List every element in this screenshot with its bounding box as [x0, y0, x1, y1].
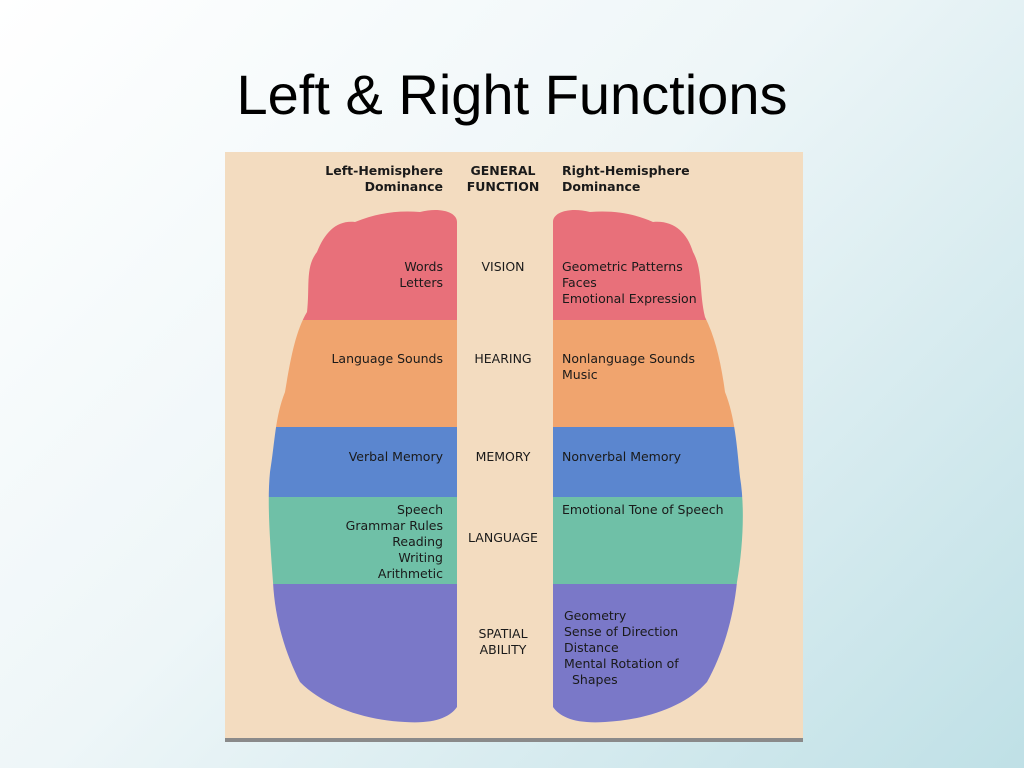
label-line: HEARING: [474, 351, 532, 366]
spatial-ability-function-label: SPATIAL ABILITY: [463, 626, 543, 658]
hearing-left-label: Language Sounds: [323, 351, 443, 367]
vision-function-label: VISION: [463, 259, 543, 275]
label-line: Geometric Patterns: [562, 259, 683, 274]
label-line: Grammar Rules: [345, 518, 443, 533]
right-hemisphere-header: Right-Hemisphere Dominance: [562, 163, 712, 195]
left-band-2: [268, 427, 458, 497]
label-line: MEMORY: [475, 449, 531, 464]
label-line: Music: [562, 367, 598, 382]
label-line: Arithmetic: [377, 566, 443, 581]
label-line: Writing: [398, 550, 443, 565]
hearing-function-label: HEARING: [463, 351, 543, 367]
label-line: Geometry: [564, 608, 627, 623]
label-line: Sense of Direction: [564, 624, 679, 639]
label-line: Language Sounds: [331, 351, 443, 366]
vision-right-label: Geometric Patterns Faces Emotional Expre…: [562, 259, 722, 307]
left-header-line: Dominance: [364, 179, 443, 194]
label-line: Distance: [564, 640, 619, 655]
label-line: Nonverbal Memory: [562, 449, 682, 464]
left-band-1: [268, 320, 458, 427]
memory-left-label: Verbal Memory: [323, 449, 443, 465]
label-line: Words: [404, 259, 443, 274]
language-right-label: Emotional Tone of Speech: [562, 502, 732, 518]
brain-diagram: Left-Hemisphere Dominance GENERAL FUNCTI…: [225, 152, 803, 742]
left-band-3: [268, 497, 458, 584]
language-left-label: Speech Grammar Rules Reading Writing Ari…: [323, 502, 443, 582]
label-line: LANGUAGE: [468, 530, 538, 545]
slide-title: Left & Right Functions: [236, 63, 788, 126]
label-line: Shapes: [572, 672, 618, 687]
label-line: SPATIAL: [478, 626, 528, 641]
center-header-line: FUNCTION: [466, 179, 540, 194]
memory-function-label: MEMORY: [463, 449, 543, 465]
label-line: Mental Rotation of: [564, 656, 679, 671]
label-line: Letters: [399, 275, 443, 290]
general-function-header: GENERAL FUNCTION: [463, 163, 543, 195]
hearing-right-label: Nonlanguage Sounds Music: [562, 351, 722, 383]
left-band-4: [268, 584, 458, 723]
label-line: Verbal Memory: [348, 449, 443, 464]
right-band-3: [553, 497, 743, 584]
center-header-line: GENERAL: [470, 163, 536, 178]
label-line: Emotional Expression: [562, 291, 697, 306]
right-header-line: Right-Hemisphere: [562, 163, 690, 178]
label-line: VISION: [481, 259, 525, 274]
spatial-right-label: Geometry Sense of Direction Distance Men…: [564, 608, 724, 688]
right-header-line: Dominance: [562, 179, 641, 194]
brain-hemispheres-graphic: [268, 210, 743, 723]
left-hemisphere-header: Left-Hemisphere Dominance: [323, 163, 443, 195]
memory-right-label: Nonverbal Memory: [562, 449, 722, 465]
left-header-line: Left-Hemisphere: [325, 163, 443, 178]
right-band-1: [553, 320, 743, 427]
figure-bottom-edge: [225, 738, 803, 742]
label-line: Nonlanguage Sounds: [562, 351, 695, 366]
label-line: Reading: [392, 534, 443, 549]
label-line: Speech: [396, 502, 443, 517]
label-line: Faces: [562, 275, 597, 290]
right-band-2: [553, 427, 743, 497]
label-line: ABILITY: [479, 642, 527, 657]
vision-left-label: Words Letters: [323, 259, 443, 291]
language-function-label: LANGUAGE: [463, 530, 543, 546]
label-line: Emotional Tone of Speech: [562, 502, 724, 517]
